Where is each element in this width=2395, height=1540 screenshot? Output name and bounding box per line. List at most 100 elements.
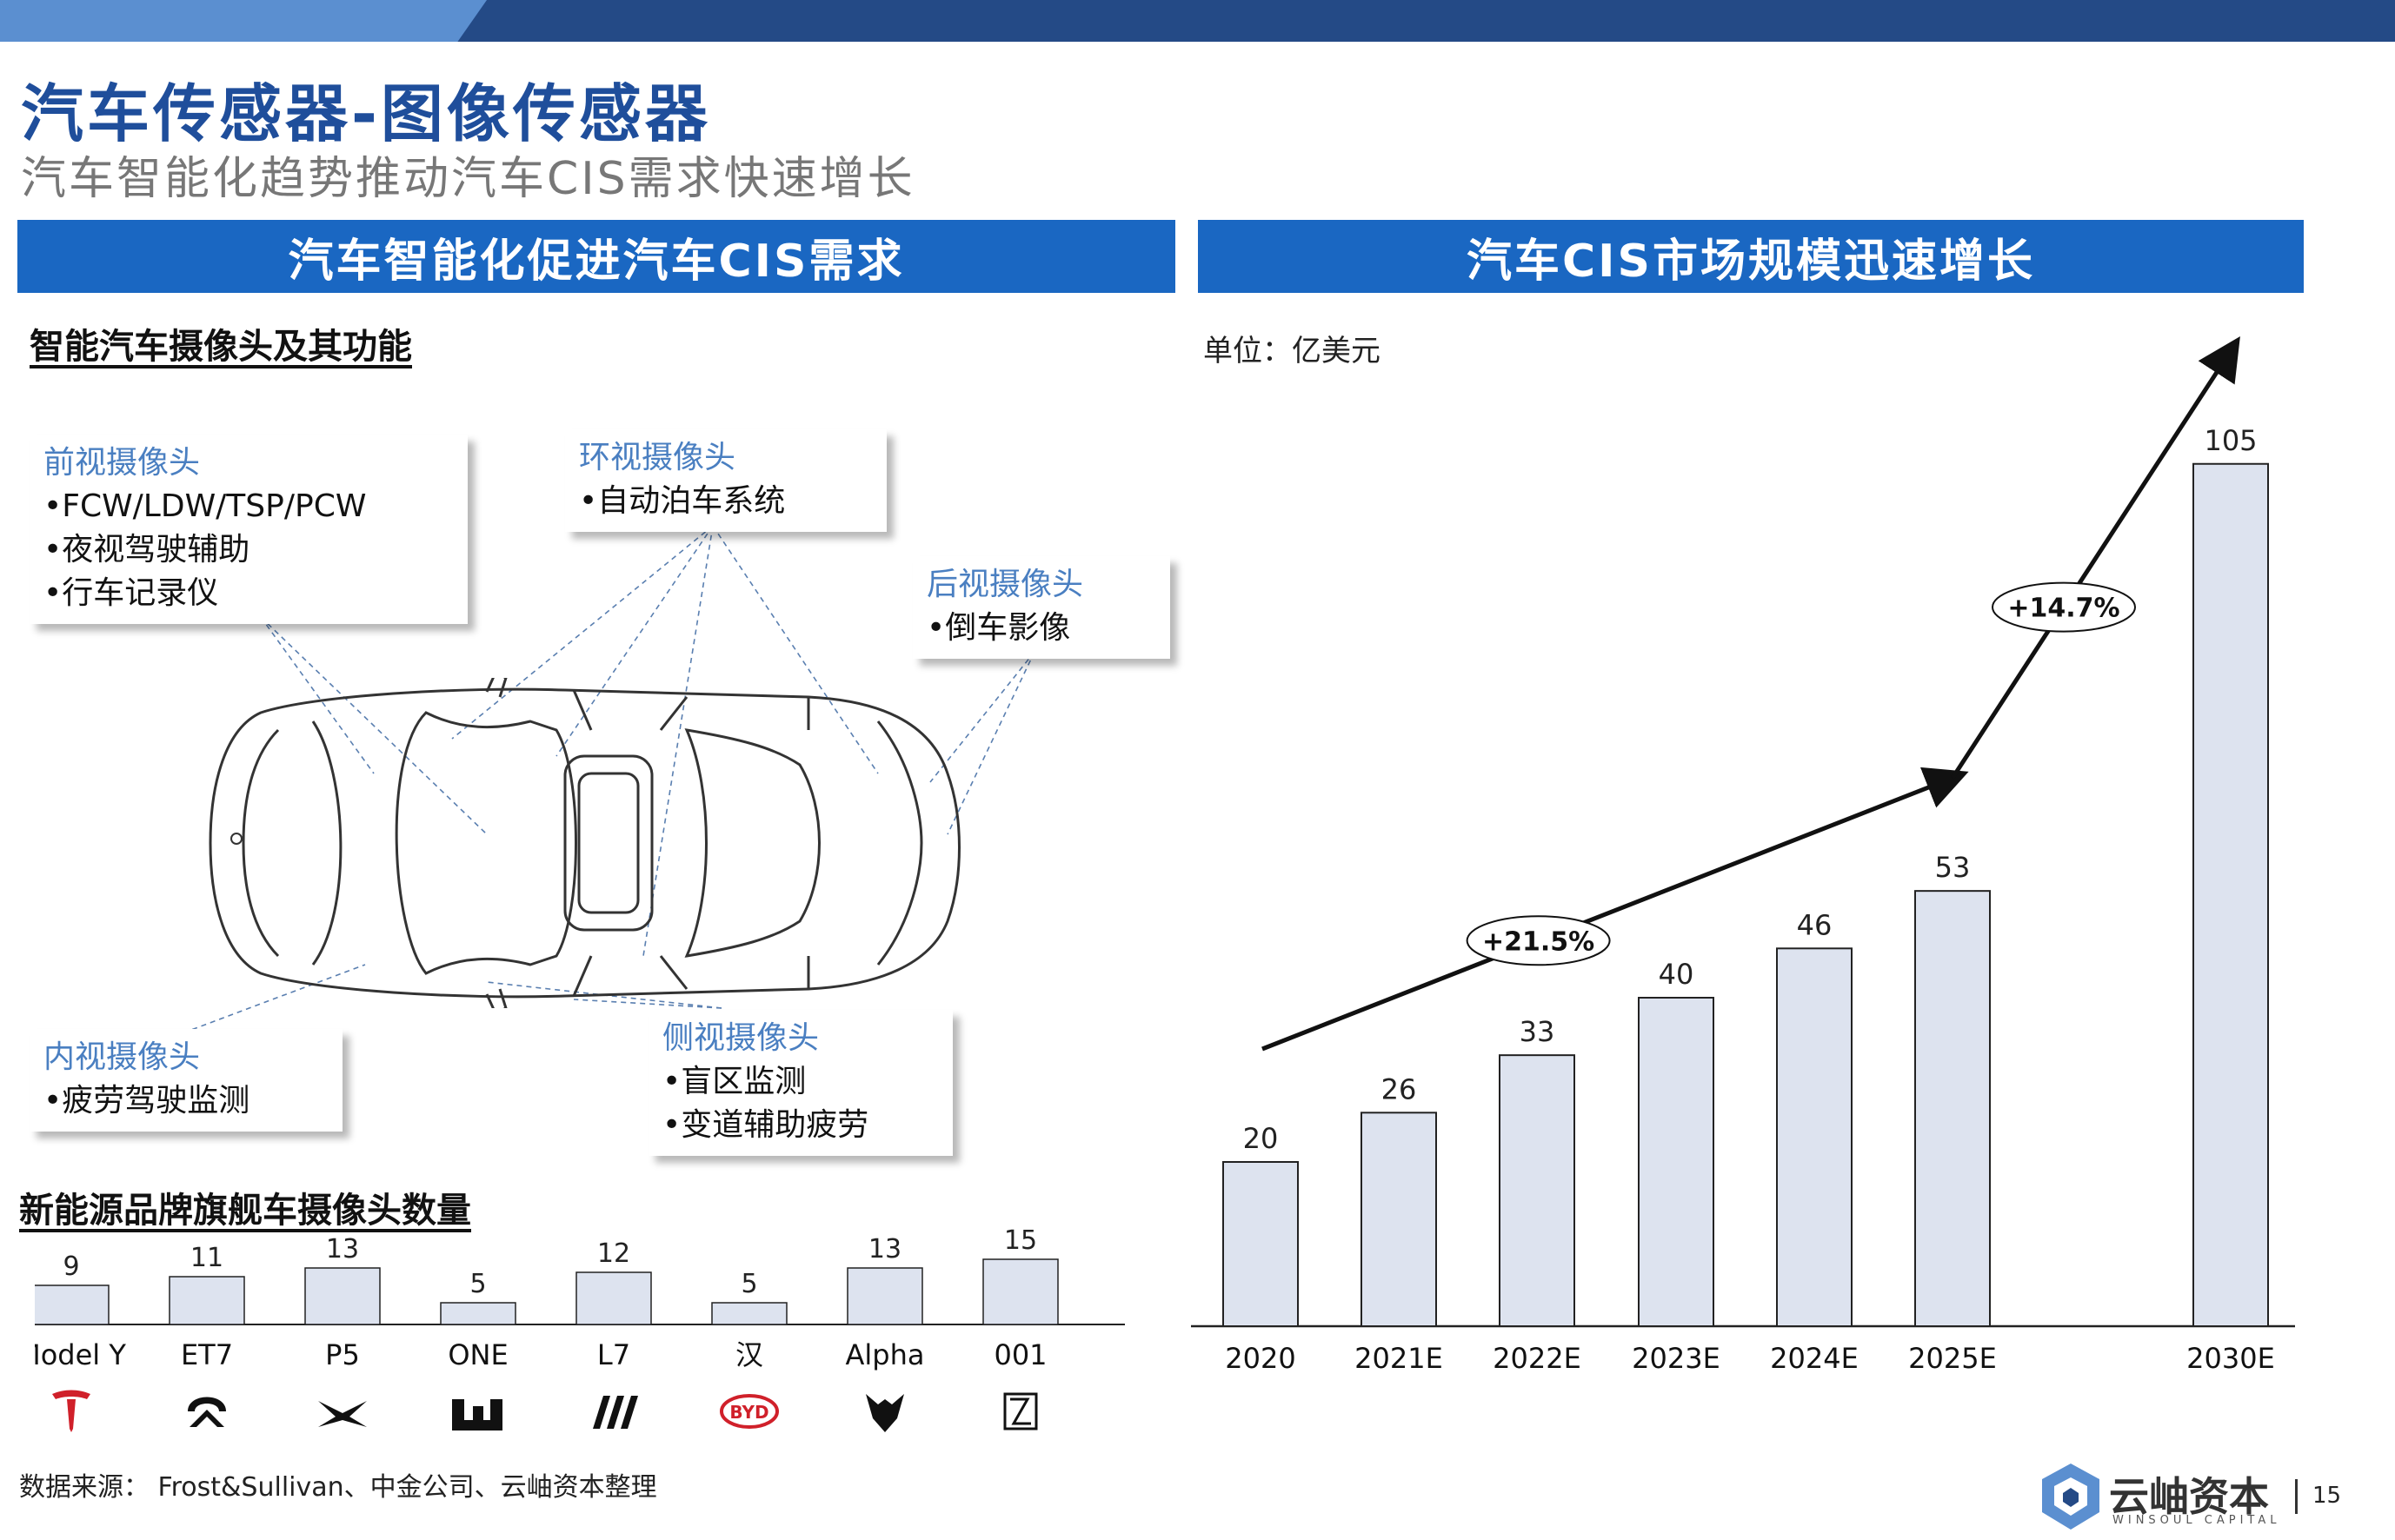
li-auto-logo-shape: [452, 1399, 502, 1430]
bar: [575, 1271, 652, 1325]
data-label: 13: [868, 1234, 901, 1265]
camera-functions-heading: 智能汽车摄像头及其功能: [30, 327, 412, 367]
bar: [1914, 890, 1991, 1328]
left-section-banner: 汽车智能化促进汽车CIS需求: [17, 220, 1175, 293]
arcfox-logo-icon: [866, 1394, 904, 1432]
cis-market-size-chart: 202020262021E332022E402023E462024E532025…: [1191, 335, 2295, 1375]
right-section-banner: 汽车CIS市场规模迅速增长: [1198, 220, 2304, 293]
bar: [2192, 462, 2269, 1327]
cagr-badge: [1992, 581, 2136, 633]
arcfox-logo-shape: [866, 1394, 904, 1432]
bar: [711, 1302, 788, 1325]
data-label: 12: [597, 1238, 630, 1269]
bar: [1499, 1054, 1575, 1328]
lynk-logo-shape: [607, 1396, 624, 1429]
logo-name: 云岫资本: [2109, 1473, 2269, 1520]
lynk-logo-shape: [593, 1396, 610, 1429]
nio-logo-shape: [188, 1397, 226, 1411]
cagr-badge: [1466, 915, 1611, 966]
callout-line: •行车记录仪: [43, 575, 219, 611]
category-label: 001: [994, 1338, 1047, 1371]
bar: [1360, 1112, 1437, 1327]
callout-line: •夜视驾驶辅助: [43, 532, 250, 568]
nio-logo-shape: [190, 1410, 224, 1427]
page-separator: [2295, 1479, 2298, 1514]
category-label: 2023E: [1632, 1342, 1720, 1375]
category-label: ONE: [448, 1338, 508, 1371]
callout-front-camera: 前视摄像头 •FCW/LDW/TSP/PCW •夜视驾驶辅助 •行车记录仪: [30, 435, 468, 624]
callout-title: 侧视摄像头: [662, 1020, 820, 1056]
growth-arrow: [1950, 335, 2240, 780]
page-subtitle: 汽车智能化趋势推动汽车CIS需求快速增长: [21, 153, 915, 205]
data-label: 40: [1659, 958, 1694, 991]
bar: [440, 1302, 516, 1325]
data-label: 20: [1243, 1122, 1279, 1155]
category-label: P5: [325, 1338, 360, 1371]
category-label: ET7: [181, 1338, 233, 1371]
byd-logo-icon: BYD: [720, 1394, 779, 1429]
nio-logo-icon: [188, 1397, 226, 1427]
bar: [304, 1267, 381, 1325]
callout-line: •疲劳驾驶监测: [43, 1083, 250, 1118]
bar: [35, 1284, 110, 1325]
data-label: 105: [2204, 424, 2257, 457]
bar: [982, 1258, 1059, 1325]
data-label: 53: [1935, 851, 1971, 884]
car-top-view-illustration: [209, 678, 961, 1008]
bar: [1222, 1161, 1299, 1327]
callout-side-camera: 侧视摄像头 •盲区监测 •变道辅助疲劳: [649, 1010, 953, 1156]
data-label: 5: [469, 1269, 486, 1299]
xpeng-logo-shape: [318, 1401, 367, 1427]
brand-cameras-heading: 新能源品牌旗舰车摄像头数量: [19, 1191, 471, 1231]
byd-logo-text: BYD: [729, 1402, 768, 1423]
callout-line: •自动泊车系统: [579, 483, 786, 519]
callout-line: •FCW/LDW/TSP/PCW: [43, 488, 367, 524]
data-label: 11: [190, 1243, 223, 1273]
data-label: 33: [1520, 1015, 1555, 1048]
zeekr-logo-shape: [1003, 1392, 1038, 1430]
byd-logo-shape: [720, 1394, 779, 1429]
data-label: 26: [1381, 1072, 1417, 1105]
callout-rear-camera: 后视摄像头 •倒车影像: [913, 556, 1170, 659]
growth-arrow: [1261, 767, 1969, 1052]
category-label: 汉: [735, 1338, 763, 1371]
category-label: 2020: [1225, 1342, 1295, 1375]
tesla-logo-shape: [52, 1390, 90, 1432]
data-label: 46: [1797, 908, 1833, 941]
callout-surround-camera: 环视摄像头 •自动泊车系统: [565, 429, 887, 532]
callout-title: 环视摄像头: [579, 440, 736, 475]
category-label: 2024E: [1770, 1342, 1859, 1375]
data-source-note: 数据来源： Frost&Sullivan、中金公司、云岫资本整理: [19, 1472, 657, 1503]
callout-line: •盲区监测: [662, 1064, 807, 1099]
header-bar-accent: [0, 0, 487, 42]
callout-interior-camera: 内视摄像头 •疲劳驾驶监测: [30, 1029, 343, 1132]
category-label: Model Y: [35, 1338, 126, 1371]
data-label: 5: [741, 1269, 757, 1299]
tesla-logo-icon: [52, 1390, 90, 1432]
zeekr-logo-shape: [1010, 1397, 1031, 1425]
zeekr-logo-icon: [1003, 1392, 1038, 1430]
category-label: 2030E: [2186, 1342, 2275, 1375]
category-label: L7: [597, 1338, 630, 1371]
logo-subtitle: WINSOUL CAPITAL: [2112, 1514, 2281, 1527]
lynk-logo-icon: [593, 1396, 638, 1429]
winsoul-logo-icon: [2042, 1464, 2099, 1530]
page-title: 汽车传感器-图像传感器: [21, 77, 711, 150]
cagr-label: +14.7%: [2007, 594, 2119, 624]
bar: [1638, 997, 1714, 1327]
category-label: Alpha: [846, 1338, 925, 1371]
page-number: 15: [2312, 1483, 2342, 1509]
category-label: 2022E: [1493, 1342, 1581, 1375]
xpeng-logo-icon: [318, 1401, 367, 1427]
data-label: 13: [326, 1234, 359, 1265]
data-label: 15: [1004, 1225, 1037, 1256]
callout-line: •变道辅助疲劳: [662, 1107, 869, 1143]
li-auto-logo-icon: [452, 1399, 502, 1430]
chart-unit-label: 单位：亿美元: [1203, 334, 1380, 368]
callout-title: 前视摄像头: [43, 445, 201, 481]
bar: [1776, 947, 1853, 1327]
cagr-label: +21.5%: [1482, 926, 1594, 957]
callout-line: •倒车影像: [927, 610, 1071, 646]
data-label: 9: [63, 1251, 79, 1282]
